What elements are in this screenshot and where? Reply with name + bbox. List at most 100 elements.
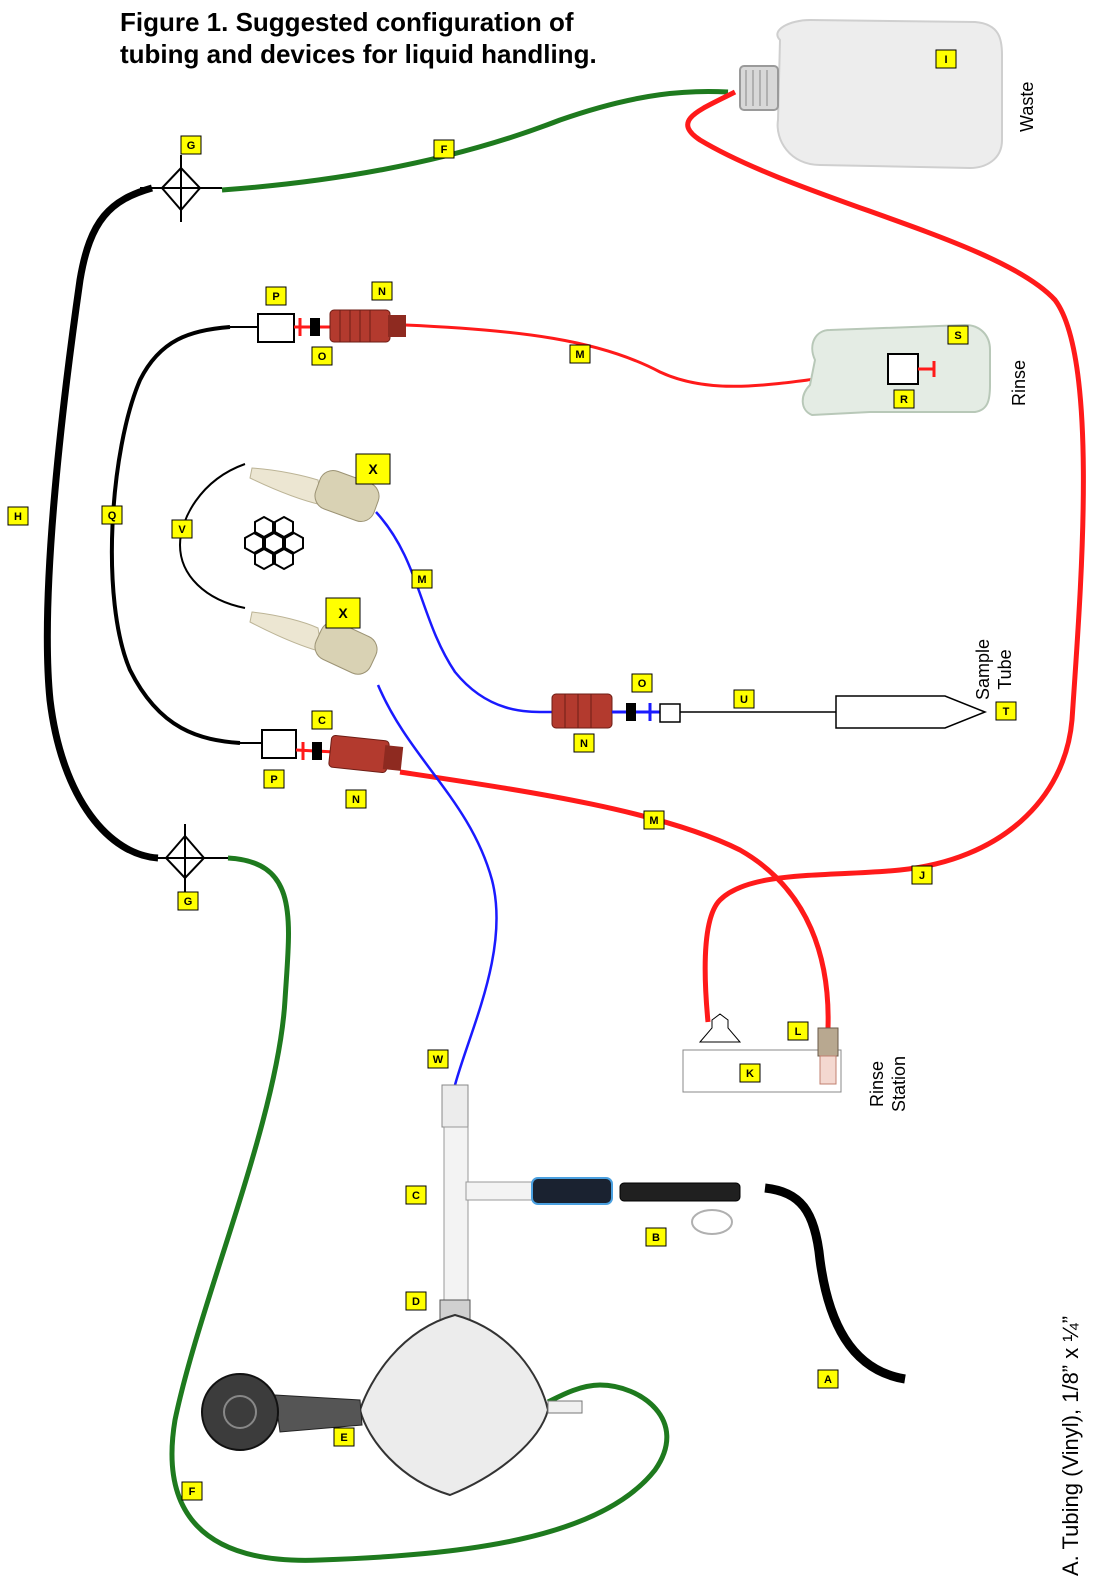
label-box-m-blue: M (411, 569, 433, 589)
label-box-s: S (947, 325, 969, 345)
label-m-top: M (575, 349, 584, 361)
label-w: W (433, 1054, 444, 1066)
label-n-top: N (378, 286, 386, 298)
label-b: B (652, 1232, 660, 1244)
label-box-g-top: G (180, 135, 202, 155)
label-box-k: K (739, 1063, 761, 1083)
label-box-n-top: N (371, 281, 393, 301)
label-d: D (412, 1296, 420, 1308)
legend: A. Tubing (Vinyl), 1/8” x ¼” (1058, 1316, 1084, 1576)
label-k: K (746, 1068, 754, 1080)
fitting-assembly-top (230, 309, 406, 343)
label-box-o-sample: O (631, 673, 653, 693)
separatory-funnel-e (201, 1313, 583, 1497)
label-box-g-bottom: G (177, 891, 199, 911)
fitting-assembly-sample (551, 693, 681, 729)
label-box-a: A (817, 1369, 839, 1389)
label-box-j: J (911, 865, 933, 885)
fitting-assembly-bottom (230, 729, 404, 774)
tubing-q (109, 325, 241, 745)
rinse-station (682, 1013, 842, 1093)
label-box-w: W (427, 1049, 449, 1069)
label-box-u: U (733, 689, 755, 709)
sample-tube-label-line-1: Sample (973, 638, 993, 700)
label-box-l: L (787, 1021, 809, 1041)
g-fitting-bottom (146, 824, 228, 892)
figure-title: Figure 1. Suggested configuration of tub… (120, 6, 720, 70)
label-box-e: E (333, 1427, 355, 1447)
waste-jug (739, 18, 1003, 170)
waste-label: Waste (1017, 81, 1037, 132)
label-box-m-bottom: M (643, 810, 665, 830)
label-p-top: P (272, 291, 279, 303)
label-box-q: Q (101, 505, 123, 525)
figure-title-line-2: tubing and devices for liquid handling. (120, 39, 597, 69)
label-c: C (412, 1190, 420, 1202)
label-n-bottom: N (352, 794, 360, 806)
legend-line-1: A. Tubing (Vinyl), 1/8” x ¼” (1058, 1315, 1083, 1576)
label-m-bottom: M (649, 815, 658, 827)
rinse-station-label: Rinse Station (866, 1056, 910, 1112)
tubing-f-top (221, 88, 729, 193)
label-j: J (919, 870, 925, 882)
label-x-bottom: X (338, 605, 348, 621)
label-box-x-top: X (355, 453, 391, 485)
label-box-f-top: F (433, 139, 455, 159)
label-o-sample: O (638, 678, 647, 690)
r-fitting (887, 353, 936, 385)
label-c-top: C (318, 715, 326, 727)
label-box-d: D (405, 1291, 427, 1311)
g-fitting-top (140, 155, 222, 222)
label-v: V (178, 524, 186, 536)
label-h: H (14, 511, 22, 523)
tubing-w (376, 684, 498, 1086)
tubing-j (685, 89, 1086, 1023)
x-connector-bottom (249, 611, 378, 675)
label-box-f-bottom: F (181, 1481, 203, 1501)
tubing-m-bottom (399, 769, 831, 1029)
label-f-top: F (441, 144, 448, 156)
label-box-h: H (7, 506, 29, 526)
tubing-v (178, 463, 246, 609)
hexagon-cluster (244, 515, 304, 571)
glass-t-adapter (439, 1084, 533, 1323)
tubing-m-top (404, 323, 889, 388)
tubing-m-blue (375, 511, 553, 714)
rinse-station-label-line-2: Station (889, 1055, 909, 1112)
label-box-r: R (893, 389, 915, 409)
label-box-x-bottom: X (325, 597, 361, 629)
label-box-c: C (405, 1185, 427, 1205)
label-box-i: I (935, 49, 957, 69)
label-g-top: G (187, 140, 196, 152)
label-a: A (824, 1374, 832, 1386)
label-box-n-sample: N (573, 733, 595, 753)
label-o-top: O (318, 351, 327, 363)
label-e: E (340, 1432, 347, 1444)
label-g-bottom: G (184, 896, 193, 908)
tubing-f-bottom (169, 855, 670, 1563)
figure-title-line-1: Figure 1. Suggested configuration of (120, 7, 574, 37)
label-box-n-bottom: N (345, 789, 367, 809)
label-box-p-bottom: P (263, 769, 285, 789)
label-t: T (1003, 706, 1010, 718)
label-m-blue: M (417, 574, 426, 586)
sample-tube-label: Sample Tube (972, 639, 1016, 700)
label-n-sample: N (580, 738, 588, 750)
label-q: Q (108, 510, 117, 522)
tubing-a (764, 1183, 906, 1384)
rinse-label: Rinse (1009, 359, 1029, 406)
label-box-b: B (645, 1227, 667, 1247)
label-r: R (900, 394, 908, 406)
label-p-bottom: P (270, 774, 277, 786)
label-box-o-top: O (311, 346, 333, 366)
label-u: U (740, 694, 748, 706)
tubing-h (43, 184, 159, 862)
label-l: L (795, 1026, 802, 1038)
label-x-top: X (368, 461, 378, 477)
label-s: S (954, 330, 961, 342)
label-box-c-top: C (311, 710, 333, 730)
label-i: I (944, 54, 947, 66)
label-box-t: T (995, 701, 1017, 721)
stopcock-b (531, 1177, 741, 1235)
